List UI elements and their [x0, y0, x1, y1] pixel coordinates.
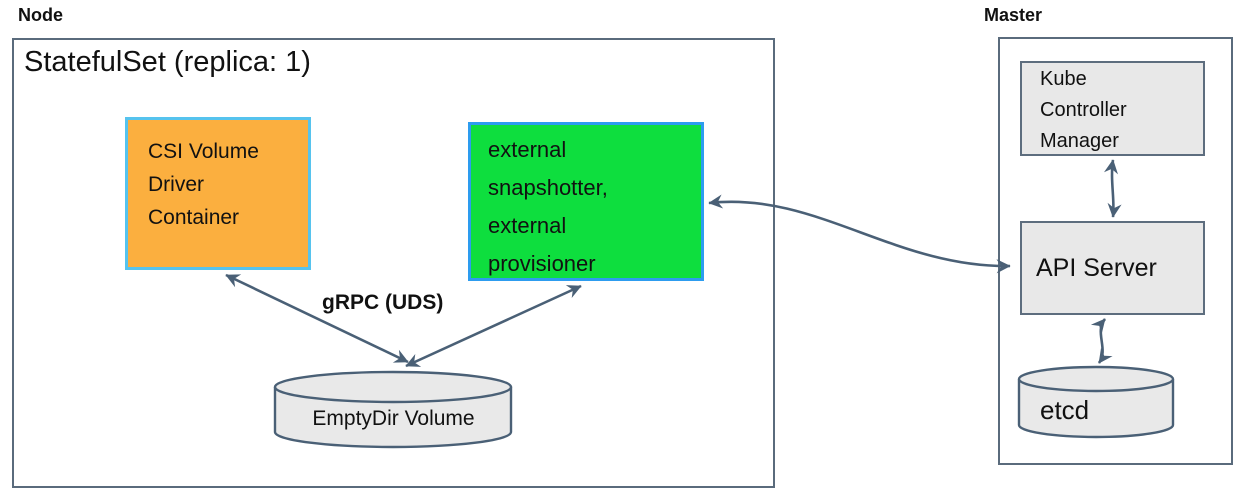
api-server-box: API Server: [1020, 221, 1205, 315]
api-server-label: API Server: [1036, 253, 1157, 282]
node-section-label: Node: [18, 5, 63, 25]
kube-controller-manager-box: Kube Controller Manager: [1020, 61, 1205, 156]
statefulset-title: StatefulSet (replica: 1): [24, 46, 311, 78]
external-snapshotter-provisioner-box: external snapshotter, external provision…: [468, 122, 704, 281]
csi-volume-driver-container-box: CSI Volume Driver Container: [125, 117, 311, 270]
etcd-label: etcd: [1040, 395, 1090, 425]
emptydir-volume-label: EmptyDir Volume: [312, 407, 475, 430]
master-section-label: Master: [984, 5, 1043, 25]
grpc-uds-label: gRPC (UDS): [322, 291, 444, 314]
